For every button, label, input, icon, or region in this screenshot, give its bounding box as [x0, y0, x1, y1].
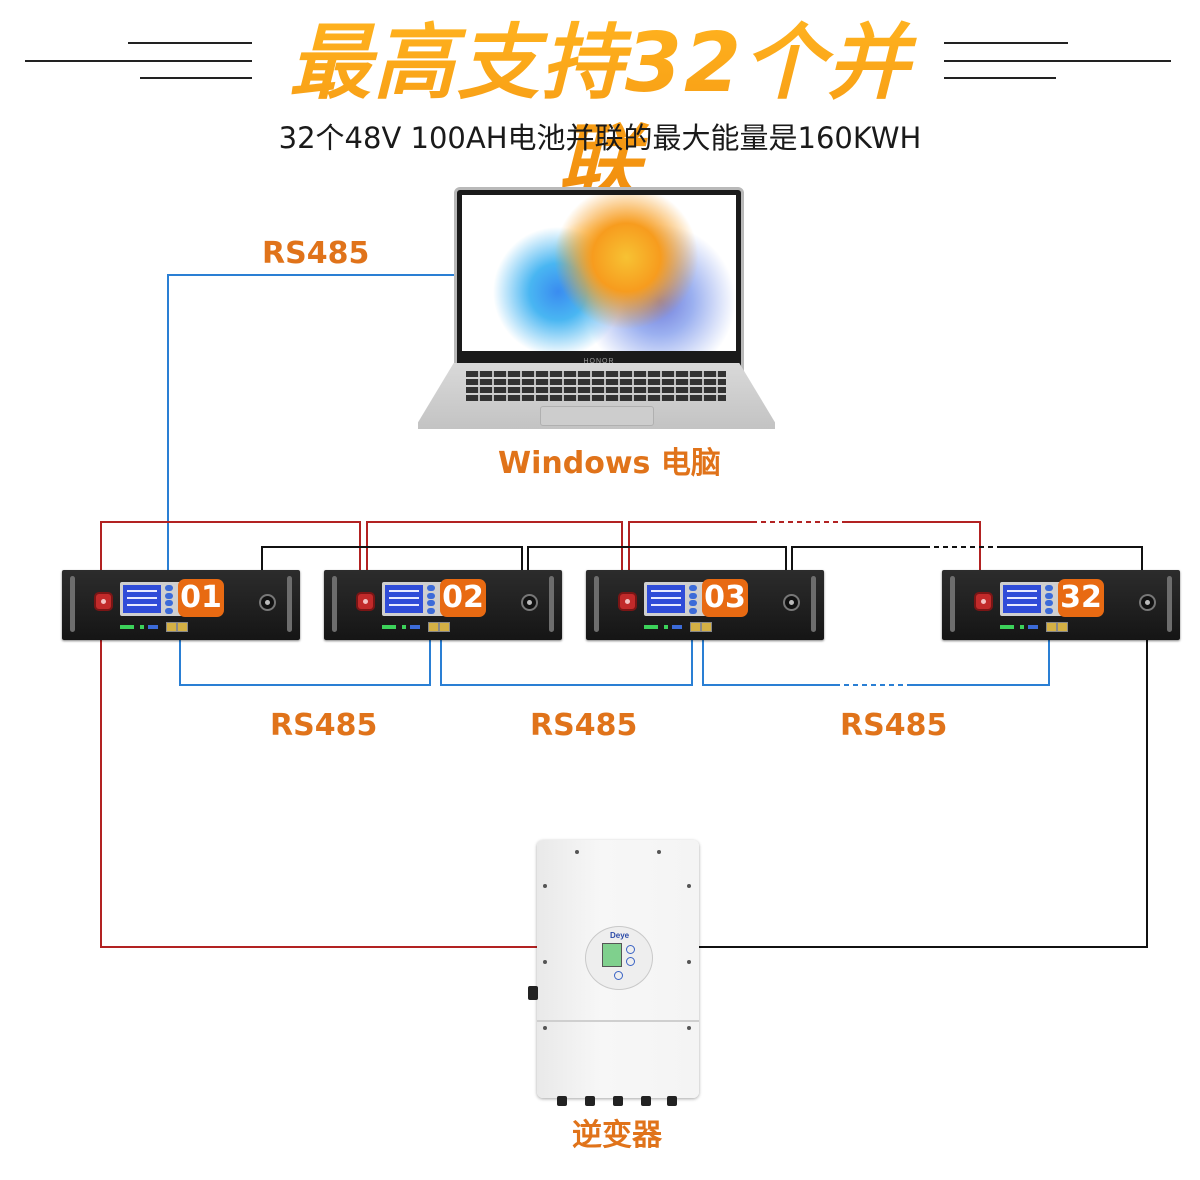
rs485-wire-01-02 [179, 630, 431, 686]
status-leds [1000, 625, 1060, 629]
positive-terminal-icon [620, 594, 635, 609]
computer-label: Windows 电脑 [498, 446, 721, 481]
laptop-keyboard [466, 371, 726, 403]
rs485-ports [690, 622, 714, 632]
inverter-lcd [602, 943, 622, 967]
rs485-label: RS485 [530, 708, 638, 743]
rs485-wire-02-03 [440, 630, 693, 686]
battery-handle [811, 576, 816, 632]
inverter-button-icon [614, 971, 623, 980]
rs485-ports [1046, 622, 1070, 632]
battery-handle [332, 576, 337, 632]
inverter-divider [537, 1020, 699, 1022]
negative-terminal-icon [259, 594, 276, 611]
status-leds [382, 625, 442, 629]
battery-handle [70, 576, 75, 632]
lcd-screen [647, 585, 685, 613]
title-decoration-line [944, 77, 1056, 79]
positive-terminal-icon [96, 594, 111, 609]
battery-id-badge: 03 [702, 579, 748, 617]
rs485-ports [166, 622, 190, 632]
battery-handle [594, 576, 599, 632]
laptop-brand: HONOR [583, 358, 615, 365]
battery-display [644, 582, 706, 616]
rs485-wire-03-32 [910, 630, 1050, 686]
lcd-screen [385, 585, 423, 613]
title-decoration-line [128, 42, 252, 44]
battery-buttons [689, 585, 698, 615]
rs485-wire-03-32 [702, 630, 835, 686]
inverter-cable-glands [557, 1096, 687, 1106]
positive-wire-02-03 [366, 521, 623, 600]
negative-terminal-icon [1139, 594, 1156, 611]
battery-buttons [427, 585, 436, 615]
laptop-base [418, 363, 775, 429]
title-decoration-line [944, 60, 1171, 62]
rs485-wire-laptop [167, 274, 455, 628]
laptop-touchpad [540, 406, 654, 426]
inverter: Deye [528, 840, 699, 1106]
battery-id-badge: 01 [178, 579, 224, 617]
battery-module-03: 03 [586, 570, 824, 640]
positive-terminal-icon [358, 594, 373, 609]
inverter-button-icon [626, 957, 635, 966]
laptop-lid: HONOR [454, 187, 744, 371]
laptop-screen [462, 195, 736, 351]
battery-display [1000, 582, 1062, 616]
battery-handle [1167, 576, 1172, 632]
negative-terminal-icon [521, 594, 538, 611]
battery-display [120, 582, 182, 616]
status-leds [120, 625, 180, 629]
battery-handle [549, 576, 554, 632]
lcd-screen [123, 585, 161, 613]
inverter-label: 逆变器 [572, 1118, 662, 1153]
rs485-label-laptop: RS485 [262, 236, 370, 271]
positive-wire-inverter [100, 600, 537, 948]
status-leds [644, 625, 704, 629]
battery-buttons [165, 585, 174, 615]
positive-terminal-icon [976, 594, 991, 609]
inverter-brand: Deye [610, 931, 630, 940]
battery-buttons [1045, 585, 1054, 615]
rs485-label: RS485 [270, 708, 378, 743]
page-subtitle: 32个48V 100AH电池并联的最大能量是160KWH [278, 121, 922, 155]
negative-wire-inverter [699, 600, 1148, 948]
rs485-label: RS485 [840, 708, 948, 743]
laptop: HONOR [418, 187, 775, 437]
page-title: 最高支持32个并联 [250, 14, 950, 214]
negative-terminal-icon [783, 594, 800, 611]
battery-handle [950, 576, 955, 632]
title-decoration-line [944, 42, 1068, 44]
battery-module-01: 01 [62, 570, 300, 640]
title-decoration-line [140, 77, 252, 79]
battery-id-badge: 32 [1058, 579, 1104, 617]
title-decoration-line [25, 60, 252, 62]
inverter-switch [528, 986, 538, 1000]
battery-module-02: 02 [324, 570, 562, 640]
lcd-screen [1003, 585, 1041, 613]
inverter-button-icon [626, 945, 635, 954]
positive-wire-01-02 [100, 521, 361, 600]
battery-module-32: 32 [942, 570, 1180, 640]
rs485-ports [428, 622, 452, 632]
inverter-control-panel: Deye [585, 926, 653, 990]
battery-id-badge: 02 [440, 579, 486, 617]
battery-display [382, 582, 444, 616]
battery-handle [287, 576, 292, 632]
